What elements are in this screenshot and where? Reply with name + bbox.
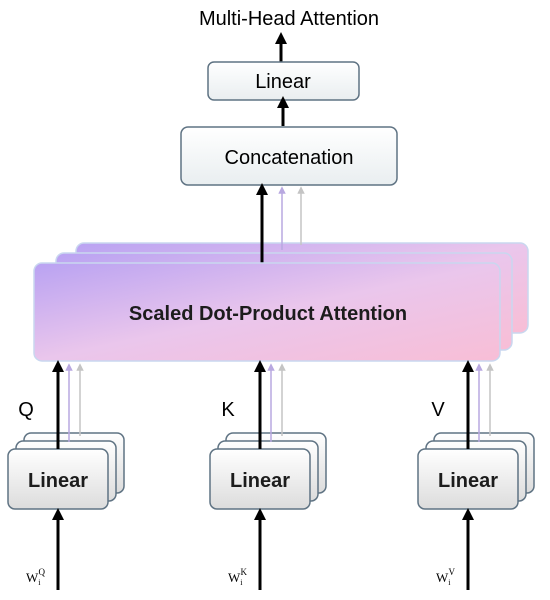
linear-top-box: Linear bbox=[207, 61, 360, 101]
input-branches: Linear Q WiQ Linear K WiK Linear V WiV bbox=[7, 360, 535, 590]
input-letter-v: V bbox=[431, 399, 445, 421]
linear-k-label: Linear bbox=[230, 470, 290, 492]
weight-label-k: WiK bbox=[228, 567, 248, 587]
attention-box: Scaled Dot-Product Attention bbox=[33, 262, 501, 362]
concatenation-label: Concatenation bbox=[225, 147, 354, 169]
branch-v: Linear V WiV bbox=[417, 360, 535, 590]
linear-v-label: Linear bbox=[438, 470, 498, 492]
output-label: Multi-Head Attention bbox=[199, 8, 379, 30]
branch-k: Linear K WiK bbox=[209, 360, 327, 590]
attention-label: Scaled Dot-Product Attention bbox=[129, 303, 407, 325]
concatenation-box: Concatenation bbox=[180, 126, 398, 186]
linear-top-label: Linear bbox=[255, 71, 311, 93]
input-letter-k: K bbox=[221, 399, 235, 421]
weight-label-v: WiV bbox=[436, 567, 456, 587]
linear-q-label: Linear bbox=[28, 470, 88, 492]
branch-q: Linear Q WiQ bbox=[7, 360, 125, 590]
weight-label-q: WiQ bbox=[26, 567, 46, 587]
input-letter-q: Q bbox=[18, 399, 34, 421]
